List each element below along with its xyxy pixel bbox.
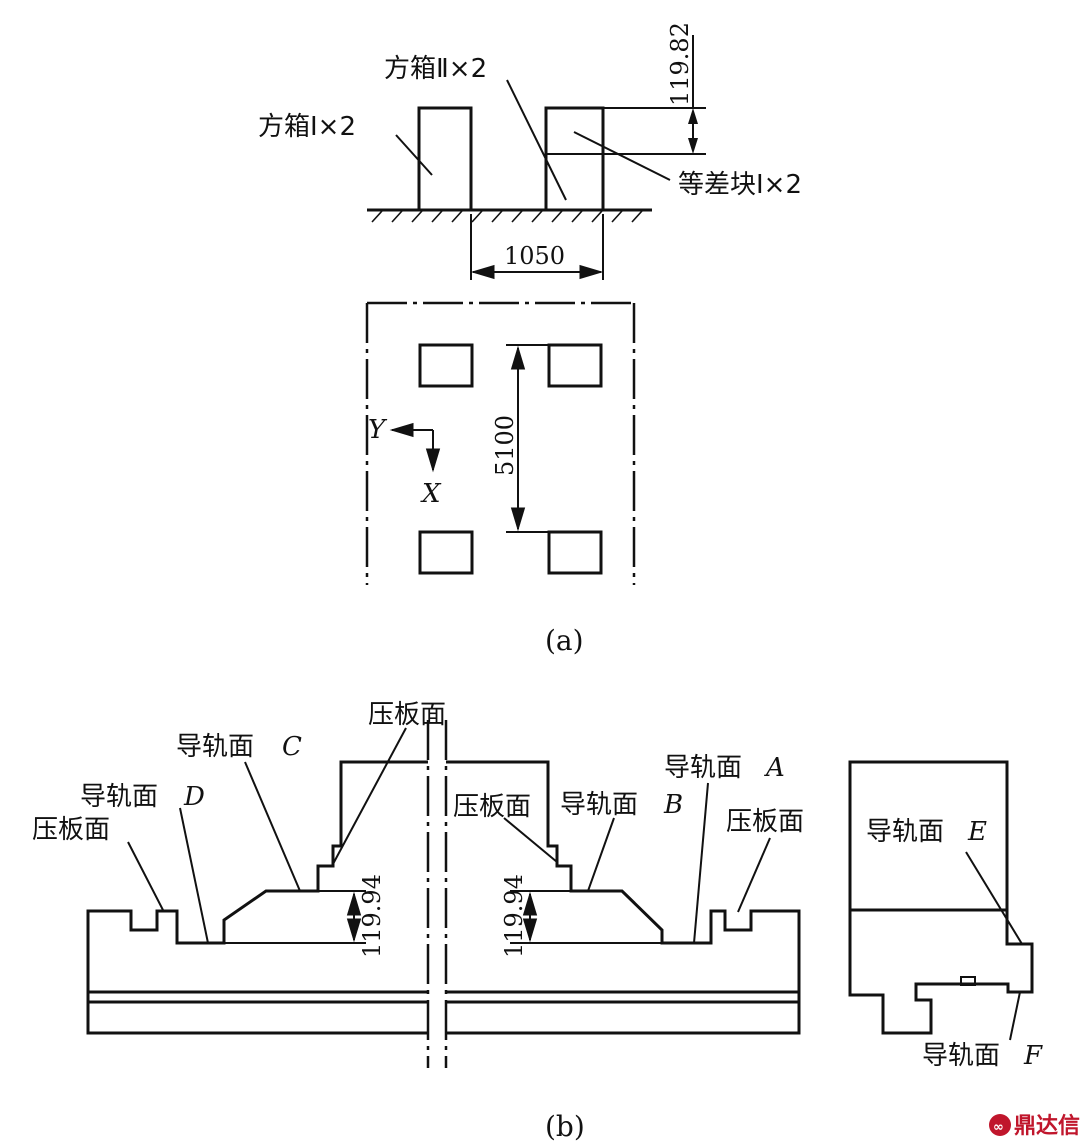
label-clamp-mid: 压板面 bbox=[453, 792, 531, 822]
leader-clamp-top bbox=[332, 727, 407, 865]
label-rail-b: 导轨面 bbox=[560, 790, 638, 820]
dim-height-arrows bbox=[688, 108, 698, 154]
plan-box-top-right bbox=[547, 343, 603, 388]
label-rail-f: 导轨面 bbox=[922, 1041, 1000, 1071]
axis-x-label: X bbox=[420, 479, 442, 509]
leader-rail-d bbox=[179, 807, 209, 944]
label-box-2: 方箱Ⅱ×2 bbox=[384, 54, 487, 84]
rail-c-letter: C bbox=[282, 732, 302, 762]
axis-y-label: Y bbox=[368, 415, 388, 445]
watermark: ∞ 鼎达信 bbox=[989, 1113, 1080, 1139]
figure-a: 119.82 方箱Ⅰ×2 方箱Ⅱ×2 等差块Ⅰ×2 1050 5100 Y X … bbox=[258, 22, 802, 657]
rail-b-letter: B bbox=[663, 790, 683, 820]
leader-box-1 bbox=[395, 134, 433, 176]
label-clamp-top: 压板面 bbox=[368, 700, 446, 730]
leader-rail-e bbox=[965, 851, 1023, 945]
leader-rail-c bbox=[244, 761, 301, 892]
square-box-2 bbox=[544, 106, 605, 212]
watermark-text: 鼎达信 bbox=[1014, 1113, 1080, 1139]
dim-length-text: 5100 bbox=[491, 415, 519, 476]
dim-height-text: 119.82 bbox=[666, 22, 694, 106]
leader-rail-b bbox=[587, 817, 615, 892]
label-rail-e: 导轨面 bbox=[866, 817, 944, 847]
leader-rail-a bbox=[693, 782, 709, 944]
rail-d-letter: D bbox=[183, 782, 205, 812]
watermark-logo-icon bbox=[989, 1114, 1011, 1136]
label-clamp-right: 压板面 bbox=[726, 807, 804, 837]
rail-a-letter: A bbox=[764, 753, 785, 783]
leader-clamp-mid bbox=[503, 817, 558, 863]
label-rail-c: 导轨面 bbox=[176, 732, 254, 762]
leader-clamp-left bbox=[127, 841, 165, 913]
break-gap bbox=[428, 720, 446, 1070]
leader-rail-f bbox=[1009, 991, 1021, 1041]
label-rail-d: 导轨面 bbox=[80, 782, 158, 812]
label-clamp-left: 压板面 bbox=[32, 815, 110, 845]
label-box-1: 方箱Ⅰ×2 bbox=[258, 112, 356, 142]
dim-left-text: 119.94 bbox=[358, 874, 386, 958]
plan-box-top-left bbox=[418, 343, 474, 388]
label-rail-a: 导轨面 bbox=[664, 753, 742, 783]
plan-box-bottom-left bbox=[418, 530, 474, 575]
rail-f-letter: F bbox=[1023, 1041, 1043, 1071]
caption-a: (a) bbox=[545, 624, 584, 657]
side-view-notch bbox=[960, 976, 976, 986]
square-box-1 bbox=[417, 106, 473, 212]
rail-e-letter: E bbox=[967, 817, 987, 847]
label-block: 等差块Ⅰ×2 bbox=[678, 170, 802, 200]
dim-width-text: 1050 bbox=[504, 242, 565, 270]
side-view-profile bbox=[848, 760, 1034, 1035]
caption-b: (b) bbox=[545, 1110, 585, 1143]
ground-hatching bbox=[371, 210, 643, 223]
figure-b: 119.94 119.94 压板面 导轨面 C 导轨面 D 压板面 压板面 导轨… bbox=[32, 700, 1043, 1143]
leader-clamp-right bbox=[737, 837, 771, 913]
leader-block bbox=[573, 131, 671, 181]
bed-profile bbox=[86, 760, 801, 1035]
dim-right-text: 119.94 bbox=[500, 874, 528, 958]
plan-box-bottom-right bbox=[547, 530, 603, 575]
svg-text:∞: ∞ bbox=[993, 1120, 1004, 1135]
leader-box-2 bbox=[506, 79, 567, 201]
